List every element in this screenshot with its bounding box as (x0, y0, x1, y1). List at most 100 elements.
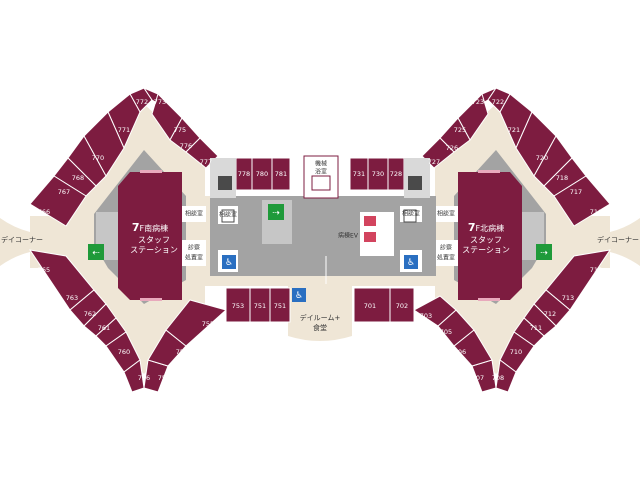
room-label: 710 (510, 348, 522, 356)
room-781 (271, 157, 291, 191)
room-label: 771 (118, 126, 130, 134)
consult-room-label: 相談室 (437, 210, 455, 218)
north-station (458, 172, 522, 300)
room-label: 708 (492, 374, 504, 382)
room-label: 780 (256, 170, 268, 178)
room-label: 713 (562, 294, 574, 302)
room-label: 721 (508, 126, 520, 134)
north-station-line: ステーション (462, 246, 510, 255)
stairs-icon (221, 209, 417, 223)
exam-room-label: 診察 (188, 244, 200, 252)
svg-text:♿: ♿ (225, 258, 233, 268)
room-label: 776 (180, 142, 192, 150)
day-corner-label: デイコーナー (597, 235, 639, 244)
room-label: 755 (202, 320, 214, 328)
north-station-title: 7F北病棟 (468, 221, 504, 234)
elevator-icon (218, 176, 422, 190)
room-753 (225, 287, 251, 323)
room-751b (269, 287, 291, 323)
room-label: 718 (556, 174, 568, 182)
room-label: 711 (530, 324, 542, 332)
exam-room-label: 処置室 (437, 254, 455, 262)
room-label: 773 (154, 98, 166, 106)
bath-label: 浴室 (315, 168, 327, 176)
room-label: 756 (176, 348, 188, 356)
room-701 (353, 287, 391, 323)
svg-text:♿: ♿ (295, 291, 303, 301)
room-label: 712 (544, 310, 556, 318)
room-label: 728 (390, 170, 402, 178)
consult-room-label: 相談室 (219, 211, 237, 219)
emergency-exit-icon: ⇠ (88, 244, 104, 260)
south-station-title: 7F南病棟 (132, 221, 168, 234)
south-wing-rooms (28, 86, 291, 393)
exam-room-label: 診察 (440, 244, 452, 252)
dayroom-label: 食堂 (313, 323, 327, 332)
room-label: 781 (275, 170, 287, 178)
bath-label: 機械 (315, 160, 327, 168)
room-label: 731 (353, 170, 365, 178)
room-label: 763 (66, 294, 78, 302)
dayroom-label: デイルーム+ (300, 313, 341, 322)
north-wing-rooms (349, 86, 612, 393)
room-label: 727 (428, 158, 440, 166)
room-label: 707 (472, 374, 484, 382)
emergency-exit-icon: ⇢ (268, 204, 284, 220)
room-label: 726 (446, 144, 458, 152)
room-label: 761 (98, 324, 110, 332)
exam-room-label: 処置室 (185, 254, 203, 262)
ward-ev-label: 病棟EV (338, 232, 359, 240)
room-label: 770 (92, 154, 104, 162)
room-label: 762 (84, 310, 96, 318)
room-766 (29, 175, 87, 227)
svg-text:♿: ♿ (407, 258, 415, 268)
day-corner-label: デイコーナー (1, 235, 43, 244)
accessible-toilet-icon: ♿ (222, 255, 236, 269)
room-label: 716 (590, 208, 602, 216)
south-station-line: ステーション (130, 246, 178, 255)
room-label: 756 (138, 374, 150, 382)
room-label: 772 (136, 98, 148, 106)
room-label: 706 (454, 348, 466, 356)
north-station-line: スタッフ (470, 236, 502, 245)
consult-room-label: 相談室 (402, 210, 420, 218)
accessible-toilet-icon: ♿ (404, 255, 418, 269)
south-station (118, 172, 182, 300)
room-label: 753 (232, 302, 244, 310)
room-label: 778 (238, 170, 250, 178)
room-label: 760 (118, 348, 130, 356)
svg-text:⇢: ⇢ (272, 209, 280, 219)
accessible-toilet-icon: ♿ (292, 288, 306, 302)
ward-elevator-icon (364, 216, 376, 242)
svg-text:⇠: ⇠ (92, 249, 100, 259)
room-label: 766 (38, 208, 50, 216)
room-label: 730 (372, 170, 384, 178)
room-label: 725 (454, 126, 466, 134)
room-716 (553, 175, 611, 227)
room-label: 767 (58, 188, 70, 196)
consult-room-label: 相談室 (185, 210, 203, 218)
room-label: 757 (158, 374, 170, 382)
room-label: 703 (420, 312, 432, 320)
room-label: 768 (72, 174, 84, 182)
room-label: 720 (536, 154, 548, 162)
room-label: 717 (570, 188, 582, 196)
room-label: 723 (472, 98, 484, 106)
north-core (434, 150, 546, 304)
room-label: 751 (254, 302, 266, 310)
room-label: 715 (590, 266, 602, 274)
room-label: 765 (38, 266, 50, 274)
room-label: 777 (200, 158, 212, 166)
south-station-line: スタッフ (138, 236, 170, 245)
room-label: 722 (492, 98, 504, 106)
room-label: 701 (364, 302, 376, 310)
room-label: 751 (274, 302, 286, 310)
room-label: 775 (174, 126, 186, 134)
emergency-exit-icon: ⇢ (536, 244, 552, 260)
south-core (94, 150, 206, 304)
bath-icon (311, 175, 331, 191)
svg-text:⇢: ⇢ (540, 249, 548, 259)
room-label: 705 (440, 328, 452, 336)
